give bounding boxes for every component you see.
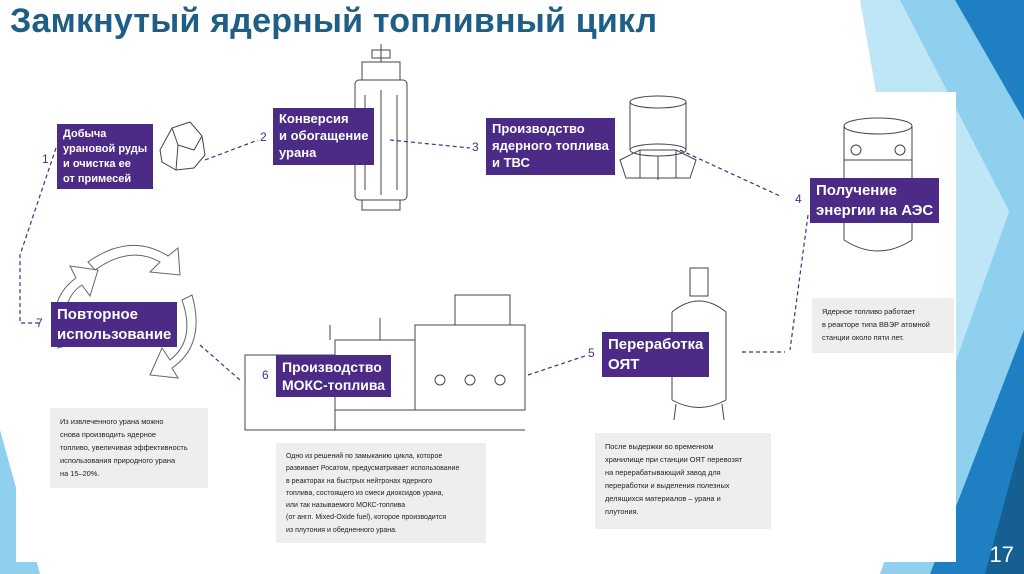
step-label-5: Переработка ОЯТ (602, 332, 710, 377)
step-number-6: 6 (262, 368, 269, 382)
step-number-1: 1 (42, 152, 49, 166)
note-reprocessing: После выдержки во временном хранилище пр… (595, 433, 771, 529)
step-label-1: Добыча урановой руды и очистка ее от при… (57, 124, 154, 190)
step-label-6: Производство МОКС-топлива (276, 355, 392, 398)
connector-5-6 (527, 355, 586, 376)
step-number-4: 4 (795, 192, 802, 206)
connector-4-5 (789, 214, 809, 351)
step-number-3: 3 (472, 140, 479, 154)
step-label-2: Конверсия и обогащение урана (273, 108, 375, 165)
step-label-4: Получение энергии на АЭС (810, 178, 940, 223)
cask-icon (671, 267, 727, 421)
note-reuse: Из извлеченного урана можно снова произв… (50, 408, 208, 488)
slide-title: Замкнутый ядерный топливный цикл (10, 2, 658, 40)
step-number-2: 2 (260, 130, 267, 144)
connector-2-3 (389, 139, 471, 149)
uranium-ore-icon (159, 121, 206, 171)
step-number-5: 5 (588, 346, 595, 360)
note-mox: Одно из решений по замыканию цикла, кото… (276, 443, 486, 543)
page-number: 17 (989, 542, 1014, 567)
connector-6-7 (199, 344, 241, 381)
step-number-7: 7 (36, 316, 43, 330)
connector-1-7 (19, 147, 57, 324)
connector-3-4 (679, 149, 781, 197)
step-label-7: Повторное использование (51, 302, 178, 347)
fuel-assembly-icon (619, 95, 697, 180)
step-label-3: Производство ядерного топлива и ТВС (486, 118, 615, 175)
note-reactor: Ядерное топливо работает в реакторе типа… (812, 298, 954, 353)
connector-1-2 (204, 139, 259, 161)
